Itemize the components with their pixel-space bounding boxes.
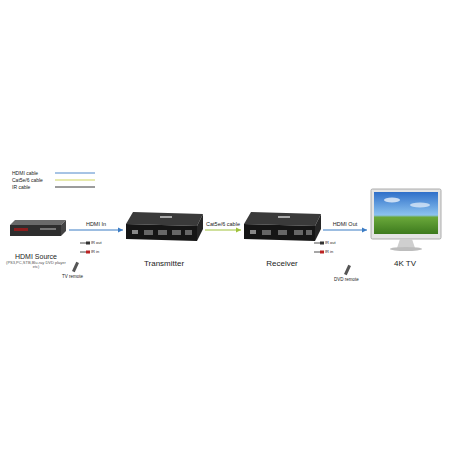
cable-line xyxy=(205,230,241,231)
dvd-player xyxy=(10,220,66,236)
remote-icon xyxy=(344,265,351,275)
tv-illustration xyxy=(371,189,441,251)
receiver-box: Receiver xyxy=(242,208,322,268)
legend-sample xyxy=(55,180,95,181)
cable-connector xyxy=(69,228,123,233)
note-label: IR in xyxy=(91,250,99,254)
cable-line xyxy=(69,230,123,231)
source-device: HDMI Source(PS3,PC,STB,Blu-ray DVD playe… xyxy=(4,218,68,270)
cable-connector xyxy=(205,228,241,233)
transmitter-device xyxy=(126,212,203,241)
cable-line xyxy=(323,230,367,231)
legend-text: HDMI cable xyxy=(12,171,38,176)
arrow-head xyxy=(236,228,241,233)
legend-text: IR cable xyxy=(12,185,30,190)
note-label: IR in xyxy=(325,250,333,254)
receiver-device xyxy=(244,212,321,241)
edge-label: Cat5e/6 cable xyxy=(206,222,240,228)
legend-sample xyxy=(55,173,95,174)
note-label: IR out xyxy=(91,241,102,245)
arrow-head xyxy=(118,228,123,233)
edge-label: HDMI Out xyxy=(333,222,357,228)
ir-connector xyxy=(314,242,324,254)
node-caption: (PS3,PC,STB,Blu-ray DVD player etc) xyxy=(4,261,68,270)
node-title: Receiver xyxy=(266,259,298,268)
note-label: TV remote xyxy=(62,275,83,280)
ir-connector xyxy=(80,242,90,254)
note-label: IR out xyxy=(325,241,336,245)
arrow-head xyxy=(362,228,367,233)
legend-text: Cat5e/6 cable xyxy=(12,178,43,183)
node-title: Transmitter xyxy=(144,259,184,268)
remote-icon xyxy=(72,262,79,272)
note-label: DVD remote xyxy=(334,278,359,283)
node-title: 4K TV xyxy=(394,259,416,268)
edge-label: HDMI In xyxy=(86,222,106,228)
cable-connector xyxy=(323,228,367,233)
node-title: HDMI Source xyxy=(15,253,57,261)
transmitter-box: Transmitter xyxy=(124,208,204,268)
tv-box: 4K TV xyxy=(368,186,442,268)
legend-sample xyxy=(55,187,95,188)
